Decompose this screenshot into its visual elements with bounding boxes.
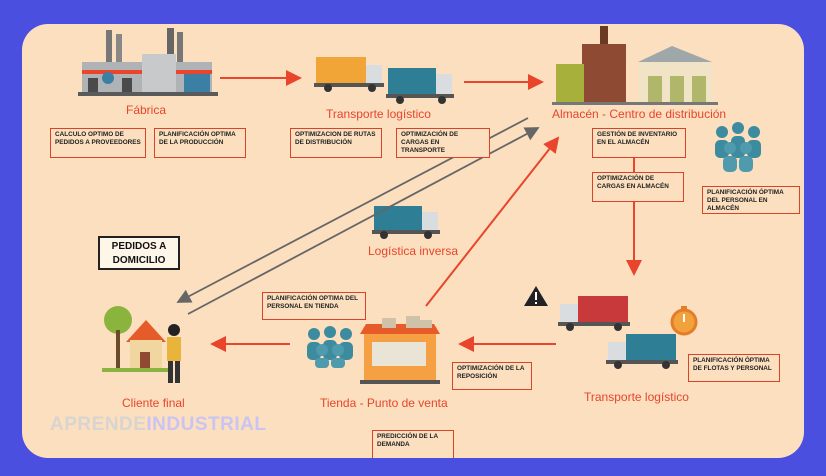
truck-icon bbox=[314, 57, 384, 92]
node-label-tienda: Tienda - Punto de venta bbox=[320, 396, 448, 410]
box-line: CALCULO OPTIMO DE bbox=[55, 131, 124, 138]
people-icon bbox=[307, 326, 353, 368]
truck-icon bbox=[606, 334, 678, 369]
brand-part1: APRENDE bbox=[50, 414, 147, 435]
box-prediccion-demanda: PREDICCIÓN DE LA DEMANDA bbox=[372, 430, 454, 458]
brand-part2: INDUSTRIAL bbox=[146, 414, 267, 435]
box-line: REPOSICIÓN bbox=[457, 373, 498, 380]
box-line: OPTIMIZACIÓN DE LA bbox=[457, 365, 525, 372]
truck-icon bbox=[386, 68, 454, 104]
people-icon bbox=[715, 122, 761, 172]
node-label-transporte-top: Transporte logístico bbox=[326, 107, 431, 121]
box-line: DE FLOTAS Y PERSONAL bbox=[693, 365, 772, 372]
box-planificacion-personal-almacen: PLANIFICACIÓN ÓPTIMA DEL PERSONAL EN ALM… bbox=[702, 186, 800, 214]
box-line: OPTIMIZACION DE RUTAS bbox=[295, 131, 376, 138]
box-line: DE LA PRODUCCIÓN bbox=[159, 139, 224, 146]
box-line: OPTIMIZACIÓN DE bbox=[401, 131, 459, 138]
box-line: PLANIFICACIÓN ÓPTIMA bbox=[693, 357, 770, 364]
box-planificacion-produccion: PLANIFICACIÓN OPTIMA DE LA PRODUCCIÓN bbox=[154, 128, 246, 158]
house-icon bbox=[102, 306, 172, 372]
stopwatch-icon bbox=[670, 306, 698, 336]
box-line: DEMANDA bbox=[377, 441, 410, 448]
person-icon bbox=[167, 324, 181, 383]
brand-watermark: APRENDEINDUSTRIAL bbox=[50, 414, 266, 436]
box-line: GESTIÓN DE INVENTARIO bbox=[597, 131, 678, 138]
arrow-cliente-almacen bbox=[187, 127, 540, 315]
store-icon bbox=[360, 316, 440, 384]
box-line: PLANIFICACIÓN OPTIMA DEL bbox=[267, 295, 359, 302]
box-line: PLANIFICACIÓN OPTIMA bbox=[159, 131, 236, 138]
box-line: CARGAS EN ALMACÉN bbox=[597, 183, 669, 190]
box-planificacion-personal-tienda: PLANIFICACIÓN OPTIMA DEL PERSONAL EN TIE… bbox=[262, 292, 366, 320]
node-label-fabrica: Fábrica bbox=[126, 103, 167, 117]
box-line: DEL PERSONAL EN ALMACÉN bbox=[707, 197, 768, 212]
box-line: PERSONAL EN TIENDA bbox=[267, 303, 339, 310]
pedidos-domicilio-box: PEDIDOS A DOMICILIO bbox=[98, 236, 180, 270]
factory-icon bbox=[78, 28, 218, 96]
box-line: DE DISTRIBUCIÓN bbox=[295, 139, 352, 146]
box-optimizacion-cargas-almacen: OPTIMIZACIÓN DE CARGAS EN ALMACÉN bbox=[592, 172, 684, 202]
warning-icon bbox=[524, 286, 548, 306]
box-optimizacion-rutas: OPTIMIZACION DE RUTAS DE DISTRIBUCIÓN bbox=[290, 128, 382, 158]
node-label-cliente: Cliente final bbox=[122, 396, 185, 410]
box-optimizacion-reposicion: OPTIMIZACIÓN DE LA REPOSICIÓN bbox=[452, 362, 532, 390]
box-optimizacion-cargas-transporte: OPTIMIZACIÓN DE CARGAS EN TRANSPORTE bbox=[396, 128, 490, 158]
warehouse-icon bbox=[552, 26, 718, 105]
pedidos-line: DOMICILIO bbox=[112, 255, 166, 266]
box-line: EN EL ALMACÉN bbox=[597, 139, 650, 146]
box-line: CARGAS EN TRANSPORTE bbox=[401, 139, 446, 154]
node-label-logistica-inversa: Logística inversa bbox=[368, 244, 459, 258]
box-gestion-inventario: GESTIÓN DE INVENTARIO EN EL ALMACÉN bbox=[592, 128, 686, 158]
box-line: PEDIDOS A PROVEEDORES bbox=[55, 139, 141, 146]
box-calculo-pedidos: CALCULO OPTIMO DE PEDIDOS A PROVEEDORES bbox=[50, 128, 146, 158]
box-line: PLANIFICACIÓN ÓPTIMA bbox=[707, 189, 784, 196]
box-planificacion-flotas: PLANIFICACIÓN ÓPTIMA DE FLOTAS Y PERSONA… bbox=[688, 354, 780, 382]
arrow-tienda-almacen bbox=[425, 136, 560, 307]
truck-icon bbox=[558, 296, 630, 331]
diagram-panel: Fábrica Transporte logístico Almacén - C… bbox=[22, 24, 804, 458]
node-label-almacen: Almacén - Centro de distribución bbox=[552, 107, 727, 121]
node-label-transporte-bottom: Transporte logístico bbox=[584, 390, 689, 404]
diagram-graphics bbox=[78, 26, 761, 384]
pedidos-line: PEDIDOS A bbox=[111, 241, 167, 252]
box-line: PREDICCIÓN DE LA bbox=[377, 433, 439, 440]
box-line: OPTIMIZACIÓN DE bbox=[597, 175, 655, 182]
